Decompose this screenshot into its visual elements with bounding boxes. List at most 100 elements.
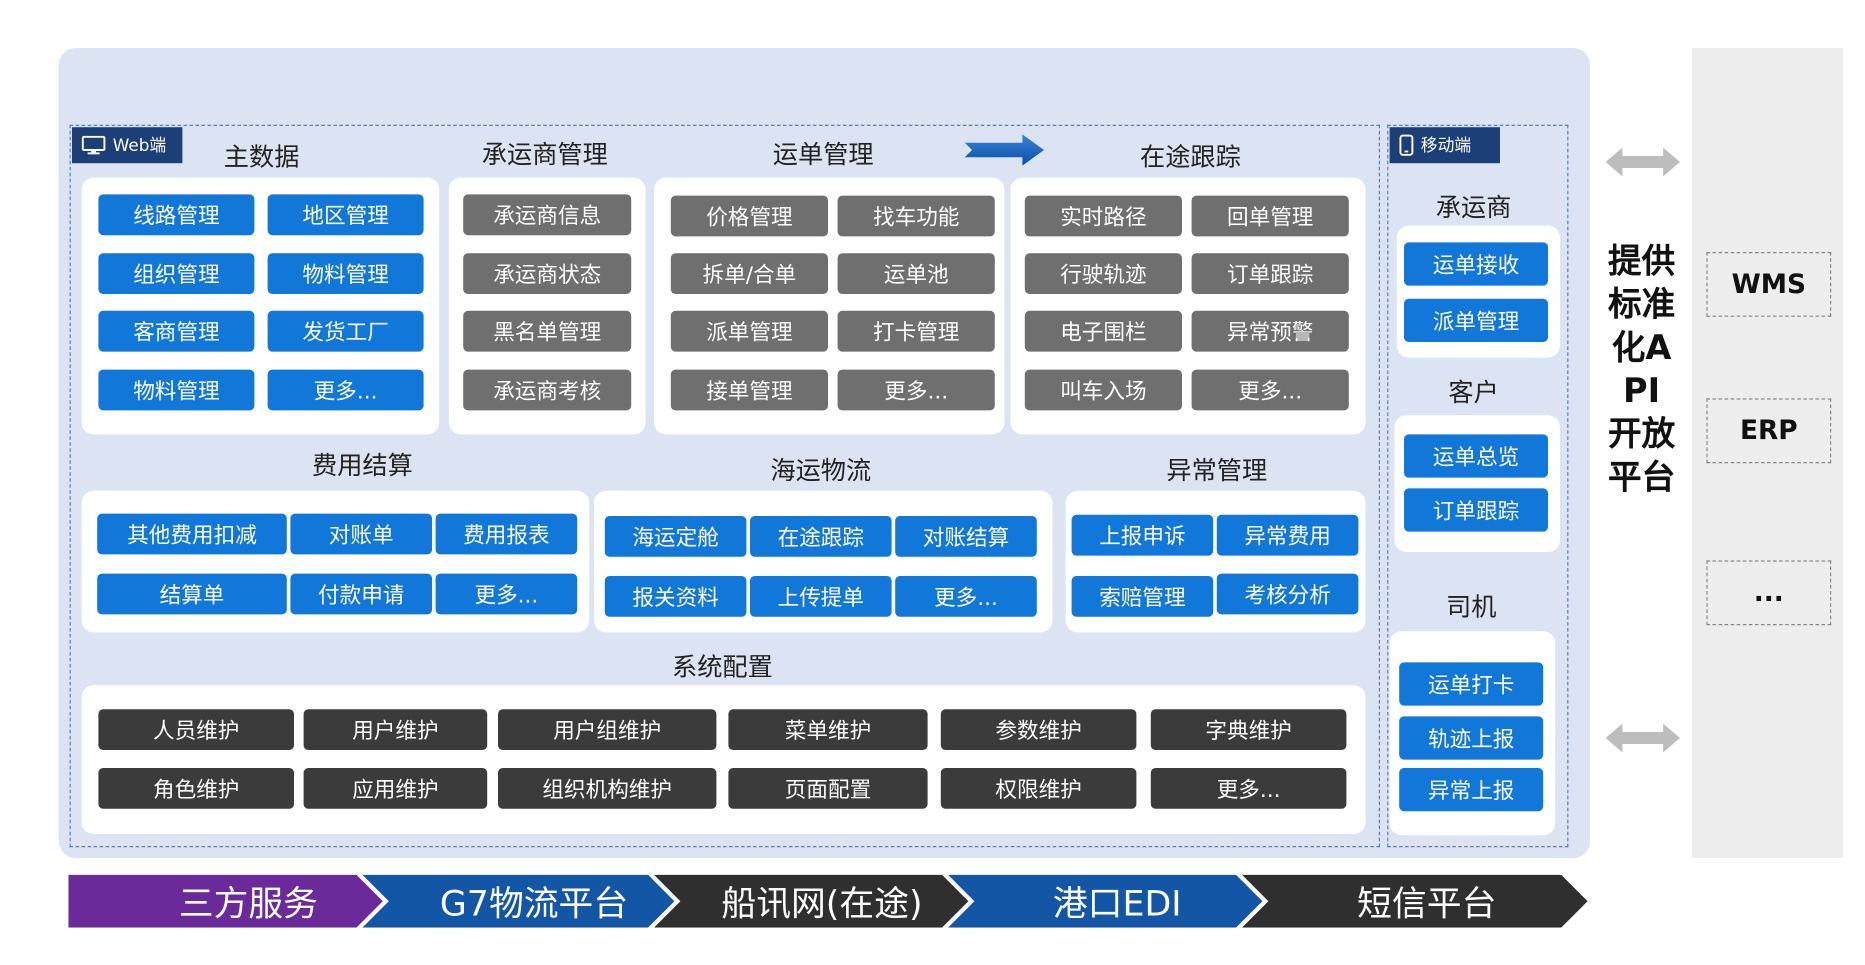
system-box xyxy=(81,685,1366,835)
report-appeal-button[interactable]: 上报申诉 xyxy=(1071,514,1214,556)
chevron-g7 xyxy=(362,874,675,928)
erp-system-box: ERP xyxy=(1706,398,1832,464)
dict-maintenance-button[interactable]: 字典维护 xyxy=(1150,709,1347,750)
mobile-carrier-title: 承运商 xyxy=(1435,193,1512,223)
api-platform-title: 提供标准化API开放平台 xyxy=(1608,241,1676,497)
double-arrow-bottom-icon xyxy=(1605,723,1681,753)
mobile-tag-label: 移动端 xyxy=(1420,136,1472,156)
material-management-2-button[interactable]: 物料管理 xyxy=(98,369,255,411)
customs-docs-button[interactable]: 报关资料 xyxy=(604,576,747,617)
in-transit-tracking-title: 在途跟踪 xyxy=(1140,142,1241,172)
claim-management-button[interactable]: 索赔管理 xyxy=(1071,576,1214,617)
shipxy-label: 船讯网(在途) xyxy=(721,883,923,925)
shipping-tracking-button[interactable]: 在途跟踪 xyxy=(750,516,892,557)
payment-request-button[interactable]: 付款申请 xyxy=(290,573,433,615)
waybill-pool-button[interactable]: 运单池 xyxy=(837,253,995,294)
dispatch-management-button[interactable]: 派单管理 xyxy=(670,310,829,352)
monitor-icon xyxy=(81,135,106,155)
third-party-bar: 三方服务 G7物流平台 船讯网(在途) 港口EDI 短信平台 xyxy=(68,874,1588,928)
ocean-booking-button[interactable]: 海运定舱 xyxy=(604,516,747,557)
shipping-logistics-title: 海运物流 xyxy=(770,456,872,485)
waybill-more-button[interactable]: 更多... xyxy=(837,369,995,411)
org-management-button[interactable]: 组织管理 xyxy=(98,253,255,294)
call-vehicle-button[interactable]: 叫车入场 xyxy=(1024,369,1182,411)
chevron-port-edi xyxy=(948,874,1263,928)
chevron-shipxy xyxy=(654,874,969,928)
fee-more-button[interactable]: 更多... xyxy=(435,573,578,615)
exception-alert-button[interactable]: 异常预警 xyxy=(1191,310,1349,352)
permission-maintenance-button[interactable]: 权限维护 xyxy=(940,768,1137,809)
realtime-route-button[interactable]: 实时路径 xyxy=(1024,195,1182,237)
track-report-button[interactable]: 轨迹上报 xyxy=(1399,716,1544,760)
personnel-maintenance-button[interactable]: 人员维护 xyxy=(98,709,295,750)
merchant-management-button[interactable]: 客商管理 xyxy=(98,310,255,352)
double-arrow-top-icon xyxy=(1605,147,1681,177)
web-tag: Web端 xyxy=(72,127,183,164)
carrier-status-button[interactable]: 承运商状态 xyxy=(463,253,632,294)
mobile-order-tracking-button[interactable]: 订单跟踪 xyxy=(1404,488,1549,532)
port-edi-label: 港口EDI xyxy=(1052,883,1182,925)
chevron-third-party xyxy=(68,874,383,928)
blacklist-management-button[interactable]: 黑名单管理 xyxy=(463,310,632,352)
carrier-assessment-button[interactable]: 承运商考核 xyxy=(463,369,632,411)
tracking-more-button[interactable]: 更多... xyxy=(1191,369,1349,411)
fee-report-button[interactable]: 费用报表 xyxy=(435,513,578,555)
settlement-button[interactable]: 结算单 xyxy=(97,573,287,615)
mobile-driver-title: 司机 xyxy=(1446,592,1497,622)
mobile-dispatch-button[interactable]: 派单管理 xyxy=(1404,298,1549,342)
carrier-info-button[interactable]: 承运商信息 xyxy=(463,194,632,236)
upload-bl-button[interactable]: 上传提单 xyxy=(750,576,892,617)
web-frame xyxy=(69,124,1381,848)
exception-report-button[interactable]: 异常上报 xyxy=(1399,768,1544,812)
order-tracking-button[interactable]: 订单跟踪 xyxy=(1191,253,1349,294)
material-management-button[interactable]: 物料管理 xyxy=(267,253,424,294)
param-maintenance-button[interactable]: 参数维护 xyxy=(940,709,1137,750)
carrier-management-title: 承运商管理 xyxy=(481,140,608,170)
system-more-button[interactable]: 更多... xyxy=(1150,768,1347,809)
price-management-button[interactable]: 价格管理 xyxy=(670,195,829,237)
web-tag-label: Web端 xyxy=(112,136,167,156)
third-party-service-label: 三方服务 xyxy=(178,883,318,925)
app-maintenance-button[interactable]: 应用维护 xyxy=(303,768,488,809)
external-systems-panel xyxy=(1692,48,1844,859)
master-more-button[interactable]: 更多... xyxy=(267,369,424,411)
phone-icon xyxy=(1399,134,1414,156)
sms-platform-label: 短信平台 xyxy=(1357,883,1497,925)
order-accept-button[interactable]: 接单管理 xyxy=(670,369,829,411)
receipt-management-button[interactable]: 回单管理 xyxy=(1191,195,1349,237)
reconciliation-button[interactable]: 对账结算 xyxy=(895,516,1037,557)
find-vehicle-button[interactable]: 找车功能 xyxy=(837,195,995,237)
master-data-title: 主数据 xyxy=(223,142,300,172)
user-maintenance-button[interactable]: 用户维护 xyxy=(303,709,488,750)
page-config-button[interactable]: 页面配置 xyxy=(728,768,928,809)
flow-arrow-icon xyxy=(964,134,1044,166)
waybill-receive-button[interactable]: 运单接收 xyxy=(1404,242,1549,286)
statement-button[interactable]: 对账单 xyxy=(290,513,433,555)
waybill-management-title: 运单管理 xyxy=(772,140,874,170)
shipping-more-button[interactable]: 更多... xyxy=(895,576,1037,617)
geofence-button[interactable]: 电子围栏 xyxy=(1024,310,1182,352)
waybill-overview-button[interactable]: 运单总览 xyxy=(1404,434,1549,478)
shipping-factory-button[interactable]: 发货工厂 xyxy=(267,310,424,352)
wms-system-box: WMS xyxy=(1706,252,1832,317)
more-systems-box: ... xyxy=(1706,560,1832,626)
waybill-checkin-button[interactable]: 运单打卡 xyxy=(1399,662,1544,706)
driving-track-button[interactable]: 行驶轨迹 xyxy=(1024,253,1182,294)
exception-fee-button[interactable]: 异常费用 xyxy=(1216,514,1359,556)
system-config-title: 系统配置 xyxy=(672,652,773,682)
assessment-analysis-button[interactable]: 考核分析 xyxy=(1216,573,1359,615)
other-fee-deduction-button[interactable]: 其他费用扣减 xyxy=(97,513,287,555)
org-structure-maintenance-button[interactable]: 组织机构维护 xyxy=(498,768,717,809)
g7-platform-label: G7物流平台 xyxy=(439,883,629,925)
fee-settlement-title: 费用结算 xyxy=(312,451,413,481)
region-management-button[interactable]: 地区管理 xyxy=(267,194,424,236)
role-maintenance-button[interactable]: 角色维护 xyxy=(98,768,295,809)
exception-management-title: 异常管理 xyxy=(1166,456,1268,485)
split-merge-button[interactable]: 拆单/合单 xyxy=(670,253,829,294)
chevron-sms xyxy=(1242,874,1588,928)
checkin-management-button[interactable]: 打卡管理 xyxy=(837,310,995,352)
usergroup-maintenance-button[interactable]: 用户组维护 xyxy=(498,709,717,750)
menu-maintenance-button[interactable]: 菜单维护 xyxy=(728,709,928,750)
mobile-frame xyxy=(1387,124,1569,848)
route-management-button[interactable]: 线路管理 xyxy=(98,194,255,236)
